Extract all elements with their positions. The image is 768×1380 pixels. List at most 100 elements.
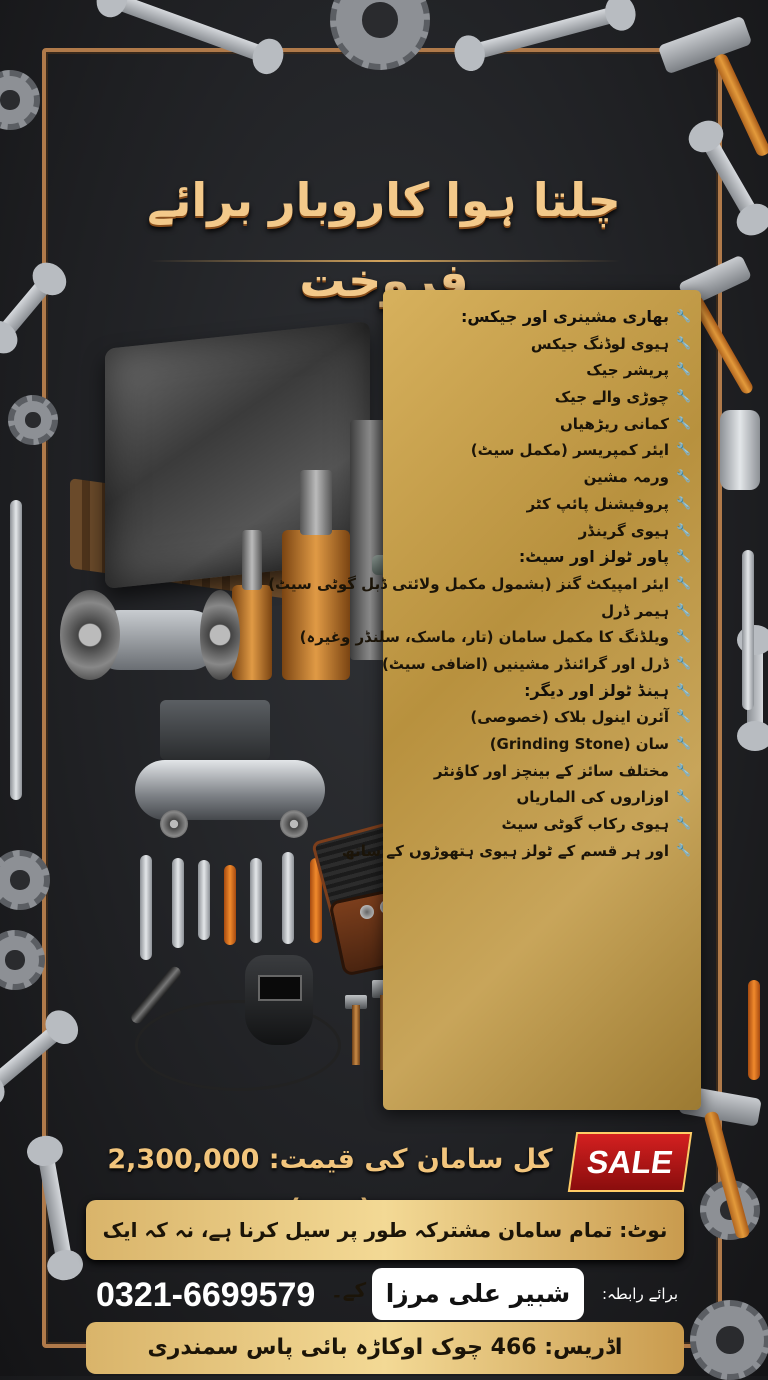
hammer-icon: [345, 995, 367, 1009]
hammer-handle: [352, 1005, 360, 1065]
list-item: 🔧 ہیوی گرینڈر: [391, 518, 691, 545]
wrench-bullet-icon: 🔧: [676, 736, 691, 750]
section-heading-label: پاور ٹولز اور سیٹ:: [518, 547, 669, 567]
list-item-label: ہیوی لوڈنگ جیکس: [530, 334, 669, 353]
wrench-bullet-icon: 🔧: [676, 389, 691, 404]
gear-icon: [8, 395, 58, 445]
list-item-label: اوزاروں کی الماریاں: [516, 788, 669, 807]
list-item-label: چوڑی والے جیک: [554, 388, 669, 407]
wrench-bullet-icon: 🔧: [676, 575, 691, 590]
wrench-icon: [198, 860, 210, 940]
list-item-label: ایئر امپیکٹ گنز (بشمول مکمل ولائتی ڈبل گ…: [268, 574, 669, 593]
list-item-label: پروفیشنل پائپ کٹر: [526, 494, 669, 513]
gear-icon: [0, 70, 40, 130]
list-item-label: ڈرل اور گرائنڈر مشینیں (اضافی سیٹ): [382, 654, 669, 673]
address-banner: اڈریس: 466 چوک اوکاڑہ بائی پاس سمندری: [86, 1322, 684, 1374]
screwdriver-icon: [742, 550, 754, 710]
wrench-bullet-icon: 🔧: [676, 335, 691, 350]
list-item-label: ہیمر ڈرل: [601, 601, 669, 620]
list-item: 🔧 ہیوی رکاب گوٹی سیٹ: [391, 811, 691, 838]
list-item: 🔧 سان (Grinding Stone): [391, 731, 691, 758]
wrench-icon: [250, 858, 262, 943]
socket-icon: [720, 410, 760, 490]
note-banner: نوٹ: تمام سامان مشترکہ طور پر سیل کرنا ہ…: [86, 1200, 684, 1302]
wrench-bullet-icon: 🔧: [676, 762, 691, 777]
wrench-bullet-icon: 🔧: [676, 469, 691, 484]
socket-extension-icon: [10, 500, 22, 800]
wrench-bullet-icon: 🔧: [676, 442, 691, 457]
total-price: کل سامان کی قیمت: 2,300,000 (روپے): [107, 1144, 553, 1225]
list-item-label: ایئر کمپریسر (مکمل سیٹ): [470, 441, 669, 460]
section-heading: 🔧 پاور ٹولز اور سیٹ:: [391, 544, 691, 571]
screwdriver-icon: [310, 858, 322, 943]
gear-icon: [690, 1300, 768, 1380]
screwdriver-icon: [748, 980, 760, 1080]
compressor-motor: [160, 700, 270, 760]
wrench-bullet-icon: 🔧: [676, 522, 691, 537]
compressor-wheel: [280, 810, 308, 838]
wrench-icon: [172, 858, 184, 948]
section-heading: 🔧 ہینڈ ٹولز اور دیگر:: [391, 678, 691, 705]
list-item: 🔧 اوزاروں کی الماریاں: [391, 784, 691, 811]
list-item: 🔧 ہیوی لوڈنگ جیکس: [391, 331, 691, 358]
contact-name: شبیر علی مرزا: [372, 1268, 584, 1320]
wrench-bullet-icon: 🔧: [676, 495, 691, 510]
wrench-bullet-icon: 🔧: [676, 842, 691, 857]
wrench-bullet-icon: 🔧: [676, 789, 691, 804]
wrench-bullet-icon: 🔧: [676, 549, 691, 564]
list-item-label: کمانی ریڑھیاں: [560, 414, 669, 433]
wrench-icon: [282, 852, 294, 944]
wrench-bullet-icon: 🔧: [676, 709, 691, 724]
phone-number[interactable]: 0321-6699579: [96, 1276, 316, 1314]
wrench-bullet-icon: 🔧: [676, 816, 691, 831]
items-panel: 🔧بھاری مشینری اور جیکس:🔧ہیوی لوڈنگ جیکس🔧…: [268, 290, 701, 1110]
list-item-label: ہیوی گرینڈر: [578, 521, 669, 540]
welding-mask-glass: [258, 975, 302, 1001]
section-heading-label: بھاری مشینری اور جیکس:: [460, 307, 669, 326]
list-item-label: مختلف سائز کے بینچز اور کاؤنٹر: [433, 761, 669, 780]
list-item: 🔧 ہیمر ڈرل: [391, 598, 691, 625]
list-item: 🔧 ڈرل اور گرائنڈر مشینیں (اضافی سیٹ): [382, 651, 691, 678]
items-list: 🔧بھاری مشینری اور جیکس:🔧ہیوی لوڈنگ جیکس🔧…: [268, 304, 691, 865]
jack-ram: [242, 530, 262, 590]
list-item: 🔧 اور ہر قسم کے ٹولز ہیوی ہتھوڑوں کے ساتھ: [342, 838, 691, 865]
screwdriver-icon: [224, 865, 236, 945]
title-divider: [150, 260, 620, 262]
section-heading-label: ہینڈ ٹولز اور دیگر:: [524, 680, 669, 700]
list-item: 🔧 کمانی ریڑھیاں: [391, 411, 691, 438]
page-title: چلتا ہوا کاروبار برائے فروخت: [147, 173, 621, 307]
compressor-wheel: [160, 810, 188, 838]
wrench-bullet-icon: 🔧: [676, 362, 691, 377]
list-item: 🔧 ورمہ مشین: [391, 464, 691, 491]
wrench-bullet-icon: 🔧: [676, 602, 691, 617]
list-item-label: ہیوی رکاب گوٹی سیٹ: [501, 815, 669, 834]
wrench-bullet-icon: 🔧: [676, 682, 691, 697]
contact-label: برائے رابطہ:: [601, 1285, 679, 1303]
list-item-label: ویلڈنگ کا مکمل سامان (تار، ماسک، سلنڈر و…: [299, 628, 669, 647]
bottle-jack-image: [282, 530, 350, 680]
list-item: 🔧 ایئر کمپریسر (مکمل سیٹ): [391, 437, 691, 464]
list-item: 🔧 ایئر امپیکٹ گنز (بشمول مکمل ولائتی ڈبل …: [268, 571, 691, 598]
wrench-icon: [140, 855, 152, 960]
list-item: 🔧 چوڑی والے جیک: [391, 384, 691, 411]
wrench-bullet-icon: 🔧: [676, 655, 691, 670]
list-item: 🔧 پریشر جیک: [391, 357, 691, 384]
list-item-label: ورمہ مشین: [583, 468, 669, 487]
list-item: 🔧 ویلڈنگ کا مکمل سامان (تار، ماسک، سلنڈر …: [300, 624, 691, 651]
gear-icon: [0, 930, 45, 990]
sale-badge: SALE: [567, 1132, 693, 1192]
wrench-bullet-icon: 🔧: [676, 629, 691, 644]
section-heading: 🔧 بھاری مشینری اور جیکس:: [391, 304, 691, 331]
jack-ram: [300, 470, 332, 535]
grinder-wheel: [200, 590, 240, 680]
wrench-bullet-icon: 🔧: [676, 309, 691, 323]
list-item: 🔧 آئرن اینول بلاک (خصوصی): [391, 704, 691, 731]
welding-cable: [135, 1000, 341, 1091]
list-item-label: آئرن اینول بلاک (خصوصی): [470, 708, 669, 727]
list-item-label: سان (Grinding Stone): [489, 735, 669, 753]
wrench-bullet-icon: 🔧: [676, 415, 691, 430]
list-item: 🔧 پروفیشنل پائپ کٹر: [391, 491, 691, 518]
list-item-label: پریشر جیک: [586, 361, 669, 380]
list-item-label: اور ہر قسم کے ٹولز ہیوی ہتھوڑوں کے ساتھ: [341, 841, 669, 860]
socket-icon: [360, 905, 374, 919]
